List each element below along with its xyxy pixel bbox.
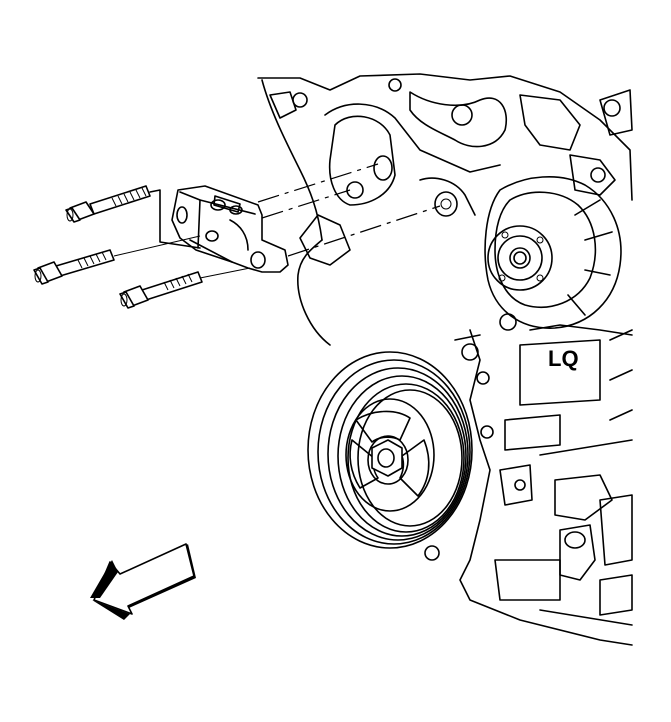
bolt-lower xyxy=(119,271,203,309)
leader-lines xyxy=(113,163,441,279)
water-pump-pulley xyxy=(484,154,622,331)
engine-label: LQ xyxy=(548,346,579,371)
crankshaft-pulley xyxy=(307,351,473,549)
bolt-middle xyxy=(33,249,115,285)
bolt-upper xyxy=(65,185,151,223)
direction-arrow xyxy=(90,543,196,620)
engine-front-cover: LQ xyxy=(257,73,633,646)
mount-bracket xyxy=(171,185,289,273)
